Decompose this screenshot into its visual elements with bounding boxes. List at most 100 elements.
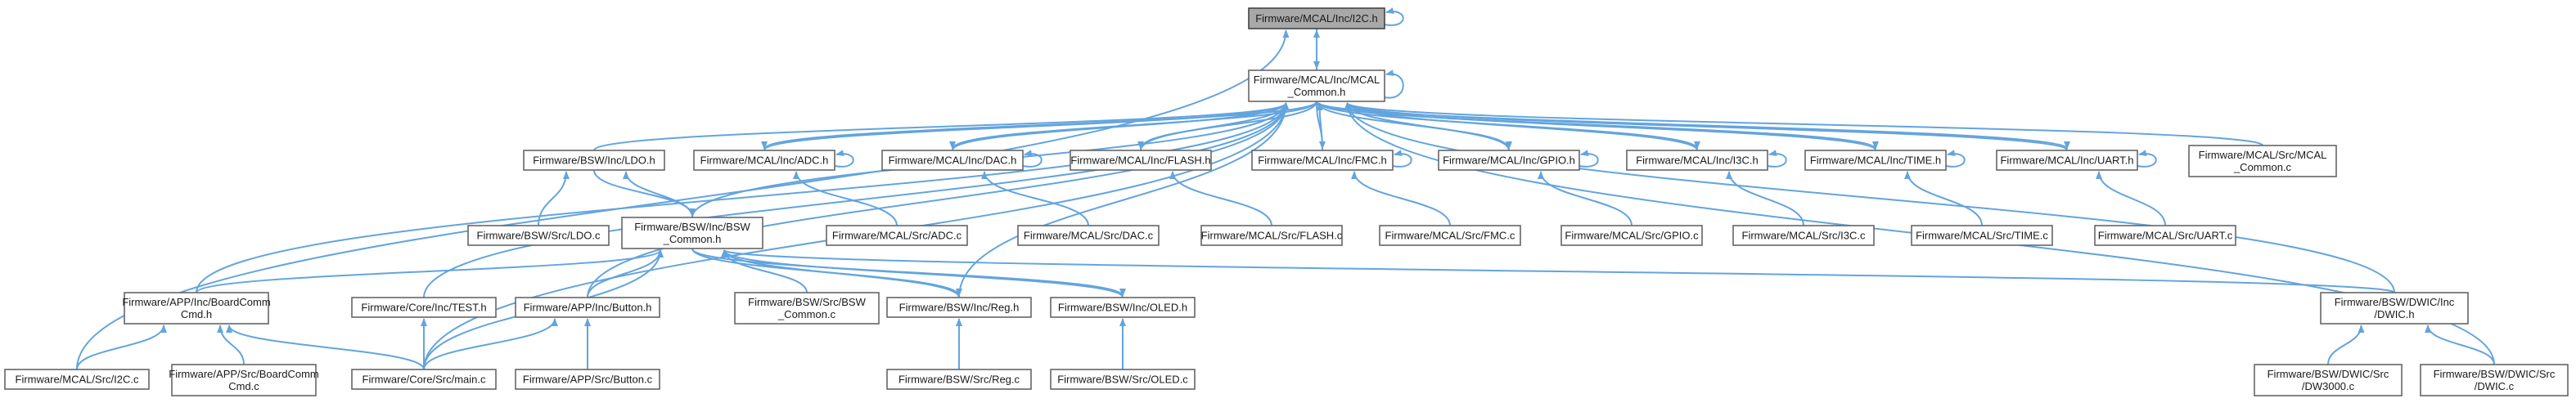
node-label: Firmware/MCAL/Src/DAC.c	[1024, 230, 1154, 242]
node-label: Firmware/APP/Src/BoardComm	[169, 368, 318, 380]
node-label: Firmware/APP/Src/Button.c	[523, 374, 653, 386]
node-adc-h[interactable]: Firmware/MCAL/Inc/ADC.h	[693, 150, 835, 171]
edge-bsw-common-h-to-ldo-h	[623, 171, 693, 218]
node-adc-c[interactable]: Firmware/MCAL/Src/ADC.c	[826, 225, 968, 246]
node-box	[1438, 150, 1580, 171]
node-label: Firmware/MCAL/Src/FMC.c	[1385, 230, 1515, 242]
edge-dwic-c-to-dwic-h	[2425, 325, 2495, 365]
node-main-c[interactable]: Firmware/Core/Src/main.c	[351, 369, 497, 390]
node-button-h[interactable]: Firmware/APP/Inc/Button.h	[515, 297, 660, 318]
node-box	[1017, 225, 1160, 246]
node-gpio-c[interactable]: Firmware/MCAL/Src/GPIO.c	[1560, 225, 1703, 246]
node-label: Firmware/BSW/DWIC/Src	[2434, 368, 2556, 380]
node-i2c-c[interactable]: Firmware/MCAL/Src/I2C.c	[4, 369, 150, 390]
node-box	[4, 369, 150, 390]
node-label: Firmware/MCAL/Src/FLASH.c	[1201, 230, 1343, 242]
node-gpio-h[interactable]: Firmware/MCAL/Inc/GPIO.h	[1438, 150, 1580, 171]
node-button-c[interactable]: Firmware/APP/Src/Button.c	[515, 369, 660, 390]
node-box	[523, 150, 665, 171]
node-label: Firmware/BSW/DWIC/Inc	[2335, 296, 2455, 308]
node-flash-c[interactable]: Firmware/MCAL/Src/FLASH.c	[1200, 225, 1343, 246]
node-label: Firmware/MCAL/Src/ADC.c	[832, 230, 962, 242]
node-label: Firmware/APP/Inc/Button.h	[524, 302, 652, 314]
node-label: Firmware/MCAL/Src/MCAL	[2199, 149, 2327, 161]
node-dac-h[interactable]: Firmware/MCAL/Inc/DAC.h	[881, 150, 1024, 171]
edge-ldo-c-to-ldo-h	[538, 171, 570, 226]
edge-adc-h-to-mcal-common-h	[763, 102, 1290, 151]
node-box	[467, 225, 610, 246]
node-label: Cmd.h	[181, 308, 212, 320]
node-mcal-common-c[interactable]: Firmware/MCAL/Src/MCAL_Common.c	[2188, 145, 2337, 177]
node-oled-h[interactable]: Firmware/BSW/Inc/OLED.h	[1050, 297, 1196, 318]
node-label: Firmware/BSW/Inc/LDO.h	[533, 154, 655, 167]
node-label: Firmware/MCAL/Inc/UART.h	[2000, 154, 2133, 167]
node-flash-h[interactable]: Firmware/MCAL/Inc/FLASH.h	[1070, 150, 1212, 171]
node-box	[826, 225, 968, 246]
node-reg-h[interactable]: Firmware/BSW/Inc/Reg.h	[886, 297, 1032, 318]
node-uart-c[interactable]: Firmware/MCAL/Src/UART.c	[2094, 225, 2236, 246]
node-fmc-c[interactable]: Firmware/MCAL/Src/FMC.c	[1379, 225, 1521, 246]
node-label: Firmware/MCAL/Inc/FLASH.h	[1070, 154, 1210, 167]
node-label: /DWIC.c	[2475, 380, 2515, 392]
edge-reg-h-to-mcal-common-h	[958, 102, 1290, 298]
node-label: _Common.c	[2233, 161, 2292, 173]
edge-dwic-h-to-mcal-common-h	[1344, 102, 2395, 293]
edge-mcal-common-h-to-mcal-common-h	[1384, 69, 1404, 99]
node-label: Firmware/BSW/Inc/Reg.h	[899, 302, 1020, 314]
node-bsw-common-h[interactable]: Firmware/BSW/Inc/BSW_Common.h	[621, 217, 763, 249]
node-label: Firmware/MCAL/Inc/TIME.h	[1810, 154, 1941, 167]
edge-boardcomm-c-to-boardcomm-h	[217, 325, 245, 365]
node-label: _Common.h	[663, 233, 722, 245]
edge-i3c-h-to-i3c-h	[1767, 150, 1787, 168]
node-box	[1804, 150, 1947, 171]
node-dw3000-c[interactable]: Firmware/BSW/DWIC/Src/DW3000.c	[2254, 364, 2403, 396]
node-label: Firmware/MCAL/Inc/I2C.h	[1255, 12, 1378, 25]
node-i2c-h[interactable]: Firmware/MCAL/Inc/I2C.h	[1248, 7, 1385, 29]
node-label: Firmware/MCAL/Src/GPIO.c	[1565, 230, 1699, 242]
node-box	[2254, 364, 2403, 396]
node-reg-c[interactable]: Firmware/BSW/Src/Reg.c	[886, 369, 1032, 390]
node-box	[1626, 150, 1768, 171]
node-box	[1050, 369, 1196, 390]
edge-time-h-to-time-h	[1945, 150, 1966, 168]
node-fmc-h[interactable]: Firmware/MCAL/Inc/FMC.h	[1251, 150, 1394, 171]
node-box	[2094, 225, 2236, 246]
node-i3c-h[interactable]: Firmware/MCAL/Inc/I3C.h	[1626, 150, 1768, 171]
node-ldo-c[interactable]: Firmware/BSW/Src/LDO.c	[467, 225, 610, 246]
edge-mcal-common-c-to-mcal-common-h	[1344, 102, 2263, 146]
node-label: Firmware/BSW/Inc/BSW	[634, 221, 750, 233]
node-bsw-common-c[interactable]: Firmware/BSW/Src/BSW_Common.c	[734, 292, 880, 325]
edge-mcal-common-h-to-adc-h	[761, 101, 1317, 150]
node-time-h[interactable]: Firmware/MCAL/Inc/TIME.h	[1804, 150, 1947, 171]
node-uart-h[interactable]: Firmware/MCAL/Inc/UART.h	[1996, 150, 2138, 171]
edge-dac-h-to-dac-h	[1022, 150, 1043, 168]
node-box	[881, 150, 1024, 171]
edge-fmc-c-to-fmc-h	[1351, 171, 1451, 226]
node-time-c[interactable]: Firmware/MCAL/Src/TIME.c	[1911, 225, 2053, 246]
node-label: Firmware/Core/Src/main.c	[363, 374, 486, 386]
node-dwic-c[interactable]: Firmware/BSW/DWIC/Src/DWIC.c	[2420, 364, 2569, 396]
node-label: Firmware/MCAL/Inc/GPIO.h	[1443, 154, 1575, 167]
node-dac-c[interactable]: Firmware/MCAL/Src/DAC.c	[1017, 225, 1160, 246]
node-i3c-c[interactable]: Firmware/MCAL/Src/I3C.c	[1732, 225, 1875, 246]
node-ldo-h[interactable]: Firmware/BSW/Inc/LDO.h	[523, 150, 665, 171]
nodes-layer: Firmware/MCAL/Inc/I2C.hFirmware/MCAL/Inc…	[4, 7, 2569, 396]
edge-main-c-to-button-h	[423, 318, 558, 370]
edge-mcal-common-h-to-uart-h	[1316, 101, 2070, 150]
node-label: Cmd.c	[228, 380, 259, 392]
edge-fmc-h-to-fmc-h	[1392, 150, 1412, 168]
node-mcal-common-h[interactable]: Firmware/MCAL/Inc/MCAL_Common.h	[1248, 69, 1385, 102]
edge-adc-h-to-adc-h	[834, 150, 854, 168]
node-test-h[interactable]: Firmware/Core/Inc/TEST.h	[351, 297, 497, 318]
node-dwic-h[interactable]: Firmware/BSW/DWIC/Inc/DWIC.h	[2320, 292, 2469, 325]
node-box	[621, 217, 763, 249]
node-box	[734, 292, 880, 325]
edge-uart-h-to-mcal-common-h	[1344, 102, 2068, 151]
node-oled-c[interactable]: Firmware/BSW/Src/OLED.c	[1050, 369, 1196, 390]
node-box	[2420, 364, 2569, 396]
edge-mcal-common-h-to-flash-h	[1137, 101, 1317, 150]
node-box	[1911, 225, 2053, 246]
